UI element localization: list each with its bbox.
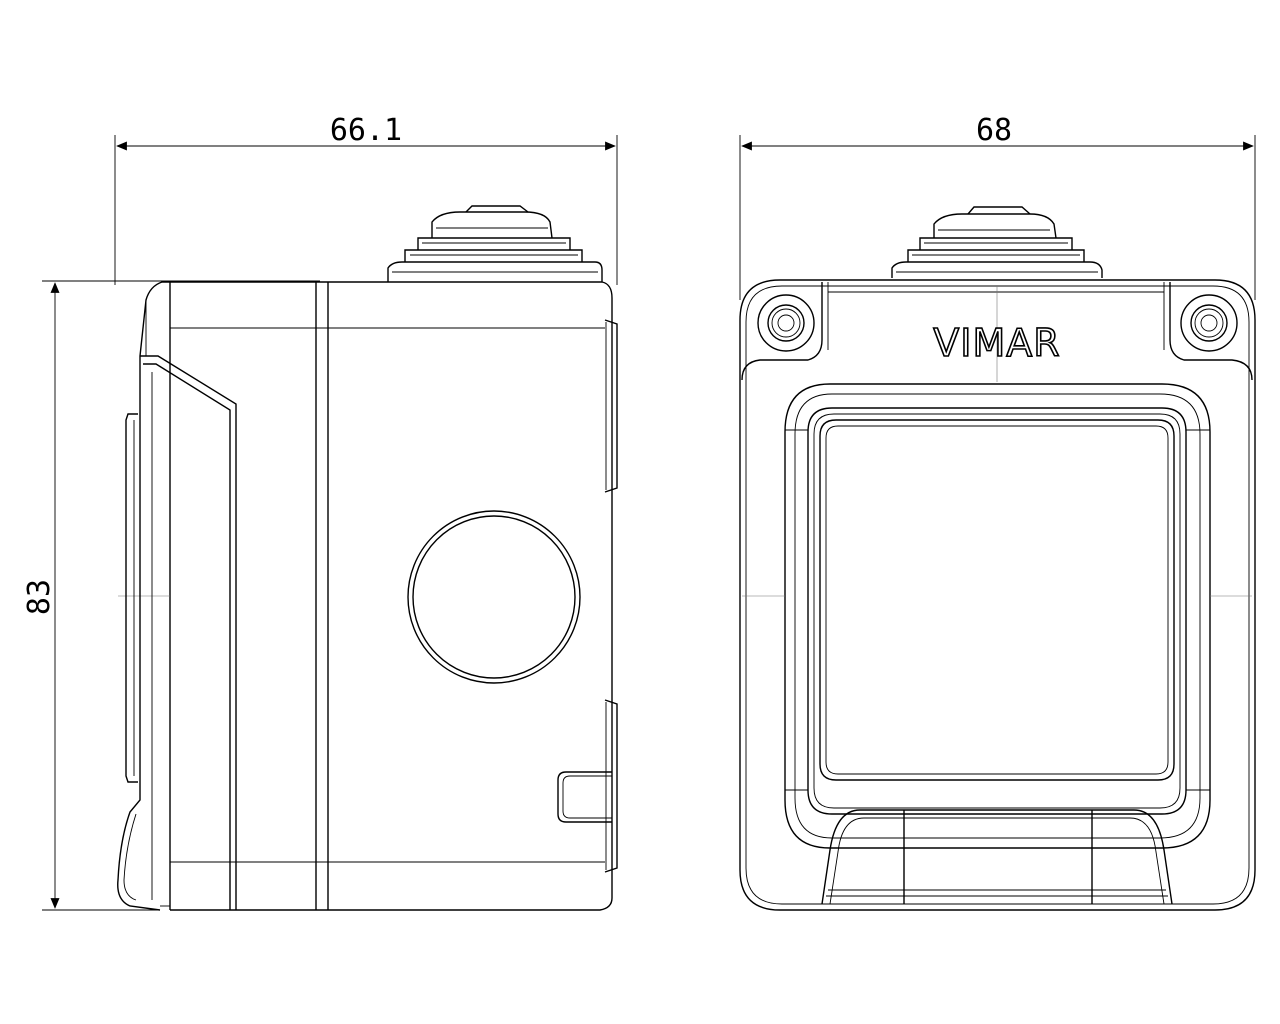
- front-width-dimension: 68: [739, 113, 1256, 300]
- cover-frame: [742, 383, 1252, 849]
- front-view: VIMAR: [739, 206, 1256, 911]
- height-label: 83: [22, 579, 57, 615]
- mounting-screw-right: [1180, 294, 1238, 352]
- side-width-label: 66.1: [330, 113, 402, 148]
- side-latch: [557, 771, 612, 823]
- front-latch: [821, 809, 1173, 905]
- front-body-outline: [739, 279, 1256, 911]
- front-width-label: 68: [976, 113, 1012, 148]
- cable-gland-side: [387, 205, 603, 282]
- mounting-screw-left: [757, 294, 815, 352]
- logo-plate: VIMAR: [741, 282, 1253, 382]
- front-cover-profile: [117, 281, 237, 911]
- side-view: [117, 205, 618, 911]
- height-dimension: 83: [22, 280, 320, 911]
- cable-gland-front: [891, 206, 1103, 278]
- side-body-outline: [170, 281, 613, 911]
- side-width-dimension: 66.1: [114, 113, 618, 285]
- knockout-circle: [407, 510, 581, 684]
- vimar-logo: VIMAR: [933, 321, 1060, 365]
